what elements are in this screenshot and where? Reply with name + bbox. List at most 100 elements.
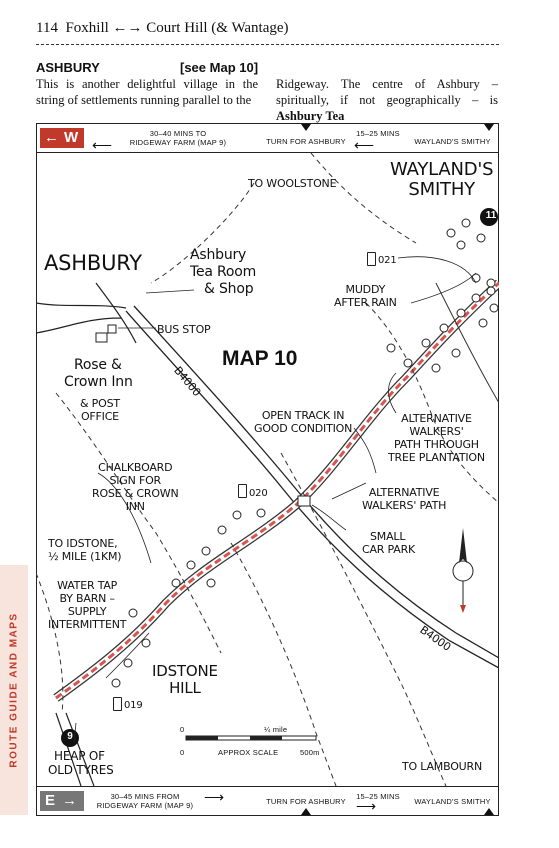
label-line: WALKERS' [409, 425, 464, 438]
arrow-left-icon-2: ⟵ [354, 139, 375, 154]
label-line: INN [125, 500, 145, 513]
top-left-info: 30–40 mins toRidgeway Farm (Map 9) [118, 129, 238, 147]
gps-waypoint-019: 019 [124, 700, 143, 711]
body-text: Ridgeway. The centre of Ashbury – spirit… [276, 77, 498, 107]
header-rule [36, 44, 499, 45]
map-badge-11 [480, 208, 498, 226]
label-line: IDSTONE [152, 662, 218, 680]
label-line: ½ MILE (1KM) [48, 550, 122, 563]
arrow-right-icon-2: ⟶ [356, 800, 377, 815]
scale-quarter-mile: ¼ mile [264, 725, 288, 734]
map-badge-9-label: 9 [67, 731, 73, 742]
label-line: Crown Inn [64, 374, 133, 390]
label-line: OLD TYRES [48, 763, 114, 777]
label-line: PATH THROUGH [394, 438, 479, 451]
sidebar-label: ROUTE GUIDE AND MAPS [8, 612, 20, 768]
map-top-bar [36, 123, 499, 153]
map-frame [36, 123, 499, 816]
scale-metres: 500m [300, 748, 320, 757]
label-line: & Shop [204, 281, 254, 297]
eastbound-tab: E→ [40, 791, 84, 811]
label-line: WALKERS' PATH [362, 499, 447, 512]
ridgeway-track-route [55, 281, 499, 700]
ashbury-lanes [36, 282, 137, 344]
compass-rose [452, 528, 474, 613]
path-north [310, 153, 417, 244]
gps-device-icon [113, 697, 122, 711]
label-line: WATER TAP [57, 579, 118, 592]
body-column-2: Ridgeway. The centre of Ashbury – spirit… [276, 76, 498, 124]
rose-crown-label: Rose &Crown Inn [64, 357, 133, 391]
path-west [36, 572, 64, 714]
body-text-bold: Ashbury Tea [276, 109, 345, 123]
gps-device-icon [367, 252, 376, 266]
end-marker-top [484, 124, 494, 131]
label-line: MUDDY [345, 283, 386, 296]
map-badge-9 [61, 729, 79, 747]
tab-letter-e: E [45, 792, 56, 809]
label-line: AFTER RAIN [334, 296, 397, 309]
label-line: SIGN FOR [109, 474, 161, 487]
gps-waypoint-021: 021 [378, 255, 397, 266]
top-right-dest: Wayland's Smithy [414, 137, 491, 146]
bottom-left-info: 30–45 mins fromRidgeway Farm (Map 9) [90, 792, 200, 810]
path-idstone [55, 392, 222, 654]
bus-stop-symbol [107, 324, 117, 334]
turn-marker-top [301, 124, 311, 131]
body-column-1: This is another delightful village in th… [36, 77, 258, 107]
top-left-time: 30–40 mins to [149, 129, 207, 138]
label-line: Ashbury [190, 247, 247, 263]
label-line: INTERMITTENT [48, 618, 127, 631]
label-line: GOOD CONDITION [254, 422, 353, 435]
scale-approx-label: APPROX SCALE [218, 748, 279, 757]
label-line: TO IDSTONE, [48, 537, 118, 550]
to-idstone-label: TO IDSTONE,½ MILE (1KM) [48, 537, 122, 563]
label-leaders [73, 256, 477, 744]
top-right-time: 15–25 mins [356, 129, 400, 138]
scale-zero-bottom: 0 [180, 748, 185, 757]
turn-marker-bottom [301, 808, 311, 815]
label-line: & POST [80, 397, 120, 410]
top-turn-label: Turn for Ashbury [266, 137, 346, 146]
b4000-road-left [133, 305, 499, 659]
label-line: CHALKBOARD [98, 461, 173, 474]
to-lambourn-label: TO LAMBOURN [402, 760, 483, 773]
section-title: ASHBURY [36, 60, 100, 75]
label-line: SMALL [370, 530, 406, 543]
to-woolstone-label: TO WOOLSTONE [248, 177, 337, 190]
label-line: WAYLAND'S [390, 159, 494, 180]
label-line: HILL [169, 679, 201, 697]
end-marker-bottom [484, 808, 494, 815]
gps-waypoint-020: 020 [249, 488, 268, 499]
bottom-right-dest: Wayland's Smithy [414, 797, 491, 806]
top-left-dest: Ridgeway Farm (Map 9) [129, 138, 227, 147]
tree-symbols [111, 218, 499, 688]
bottom-left-dest: Ridgeway Farm (Map 9) [96, 801, 194, 810]
label-line: BY BARN – [59, 592, 115, 605]
arrow-right-icon: ⟶ [204, 791, 225, 806]
label-line: SUPPLY [67, 605, 107, 618]
map-badge-11-label: 11 [485, 210, 497, 221]
label-line: ALTERNATIVE [401, 412, 472, 425]
westbound-tab: ←W [40, 128, 84, 148]
path-to-woolstone [150, 182, 255, 284]
label-line: Tea Room [190, 264, 257, 280]
page-header-title: Foxhill ←→ Court Hill (& Wantage) [65, 20, 289, 36]
arrow-left-icon: ⟵ [92, 139, 113, 154]
scale-bar [185, 735, 317, 741]
section-sidebar [0, 565, 28, 815]
path-plantation [365, 302, 499, 504]
bottom-right-time: 15–25 mins [356, 792, 400, 801]
path-lambourn [280, 452, 447, 786]
page-header: 114 Foxhill ←→ Court Hill (& Wantage) [36, 20, 289, 37]
